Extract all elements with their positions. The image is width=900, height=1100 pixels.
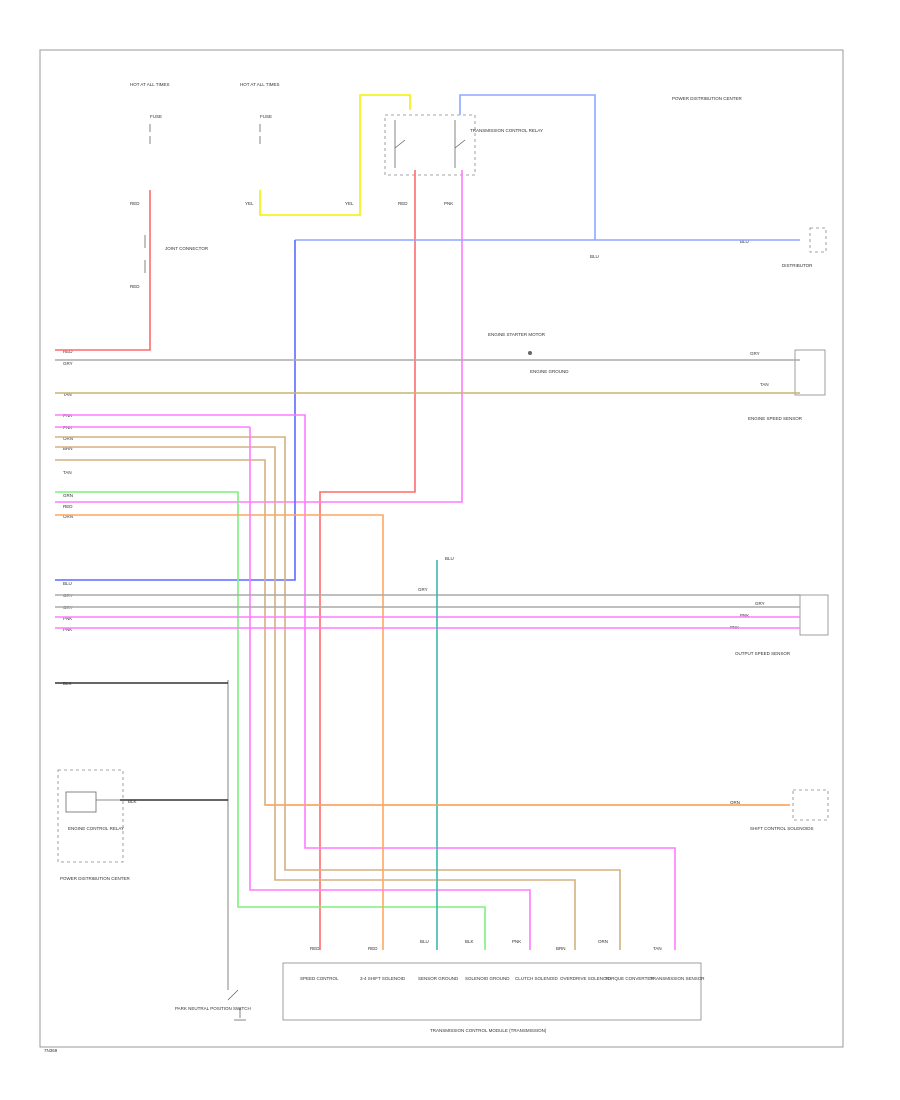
hot-at-all-times-left-label: HOT AT ALL TIMES xyxy=(130,82,170,87)
wire-label-red-relay: RED xyxy=(398,201,408,206)
distributor-label: DISTRIBUTOR xyxy=(782,263,813,268)
engine-sensor-box xyxy=(794,349,826,396)
wire-label-black-pin: BLK xyxy=(465,939,474,944)
wire-label-brown-left: BRN xyxy=(63,446,73,451)
shift-control-box xyxy=(792,789,829,821)
wire-pink-long xyxy=(55,414,676,950)
wire-label-yellow-2: YEL xyxy=(345,201,354,206)
transmission-control-module-label: TRANSMISSION CONTROL MODULE (TRANSMISSIO… xyxy=(430,1028,547,1033)
wire-blue-left-vertical xyxy=(55,240,296,581)
wire-label-pink-relay: PNK xyxy=(444,201,453,206)
engine-ground-label: ENGINE GROUND xyxy=(530,369,569,374)
fuse-a-label: FUSE xyxy=(150,114,162,119)
transmission-relay-box xyxy=(384,114,476,176)
transmission-control-module-box xyxy=(282,962,702,1021)
wire-label-blue-distributor-mid: BLU xyxy=(590,254,599,259)
wire-label-orange-sensor: ORN xyxy=(730,800,740,805)
diagram-id-label: 7N369 xyxy=(44,1048,58,1053)
wire-label-blue-pin: BLU xyxy=(420,939,429,944)
power-distribution-top-label: POWER DISTRIBUTION CENTER xyxy=(672,96,743,101)
wire-label-orange2-left: ORN xyxy=(63,514,73,519)
wire-label-pink4-left: PNK xyxy=(63,627,72,632)
wire-label-gray-right: GRY xyxy=(750,351,760,356)
park-neutral-switch-label: PARK NEUTRAL POSITION SWITCH xyxy=(175,1006,251,1011)
distributor-box xyxy=(809,227,827,253)
wire-label-tan-left: TAN xyxy=(63,392,72,397)
engine-sensor-label: ENGINE SPEED SENSOR xyxy=(748,416,803,421)
wire-label-black-relay: BLK xyxy=(128,799,137,804)
module-pin-label-3: SENSOR GROUND xyxy=(418,976,459,981)
wire-label-red-top: RED xyxy=(130,201,140,206)
transmission-relay-symbol xyxy=(394,120,466,168)
module-pin-label-2: 3-4 SHIFT SOLENOID xyxy=(360,976,406,981)
diagram-frame xyxy=(39,49,844,1048)
module-pin-label-8: TRANSMISSION SENSOR xyxy=(650,976,705,981)
transmission-relay-label: TRANSMISSION CONTROL RELAY xyxy=(470,128,543,133)
wire-label-red-joint: RED xyxy=(130,284,140,289)
shift-control-label: SHIFT CONTROL SOLENOIDS xyxy=(750,826,814,831)
module-pin-label-7: TORQUE CONVERTER xyxy=(605,976,654,981)
wire-label-red-left: RED xyxy=(63,349,73,354)
wire-label-tan2-left: TAN xyxy=(63,470,72,475)
wire-label-gray-left: GRY xyxy=(63,361,73,366)
wire-label-tan-pin: TAN xyxy=(653,946,662,951)
splice-point-starter xyxy=(528,351,532,355)
wire-label-red2-pin: RED xyxy=(368,946,378,951)
power-distribution-bottom-label: POWER DISTRIBUTION CENTER xyxy=(60,876,131,881)
wire-label-blue-distributor: BLU xyxy=(740,239,749,244)
module-pin-label-1: SPEED CONTROL xyxy=(300,976,339,981)
wire-label-gray-sensor: GRY xyxy=(755,601,765,606)
wire-pink-relay-down xyxy=(55,170,463,503)
wire-label-red2-left: RED xyxy=(63,504,73,509)
wire-label-red-pin: RED xyxy=(310,946,320,951)
wire-green-long xyxy=(55,491,486,950)
wire-label-brown-pin: BRN xyxy=(556,946,566,951)
wire-label-orange-pin: ORN xyxy=(598,939,608,944)
output-speed-sensor-box xyxy=(799,594,829,636)
module-pin-label-4: SOLENOID GROUND xyxy=(465,976,510,981)
wire-label-green-left: GRN xyxy=(63,493,73,498)
wire-tan-long-2 xyxy=(55,459,790,806)
engine-control-relay-symbol xyxy=(65,791,120,813)
fuse-b-label: FUSE xyxy=(260,114,272,119)
module-pin-label-6: OVERDRIVE SOLENOID xyxy=(560,976,612,981)
wire-label-pink-pin: PNK xyxy=(512,939,521,944)
engine-control-relay-label: ENGINE CONTROL RELAY xyxy=(68,826,124,831)
engine-starter-motor-label: ENGINE STARTER MOTOR xyxy=(488,332,546,337)
wire-red-relay-down xyxy=(319,170,416,950)
wire-tan-long-1 xyxy=(55,436,621,950)
wire-label-tan-right: TAN xyxy=(760,382,769,387)
engine-control-relay-box xyxy=(57,769,124,863)
park-neutral-switch-symbol xyxy=(227,680,246,1021)
wire-yellow-loop xyxy=(259,94,411,216)
output-speed-sensor-label: OUTPUT SPEED SENSOR xyxy=(735,651,791,656)
joint-connector-label: JOINT CONNECTOR xyxy=(165,246,209,251)
wire-red-top xyxy=(55,190,151,351)
wire-pink3-bottom xyxy=(249,427,531,950)
wire-label-cyan-mid: BLU xyxy=(445,556,454,561)
wire-brown-long xyxy=(55,446,576,950)
wire-label-yellow-1: YEL xyxy=(245,201,254,206)
module-pin-label-5: CLUTCH SOLENOID xyxy=(515,976,559,981)
wire-label-blue-left: BLU xyxy=(63,581,72,586)
wire-label-gray-mid: GRY xyxy=(418,587,428,592)
wire-label-orange-left: ORN xyxy=(63,436,73,441)
wire-group xyxy=(55,94,800,950)
wire-label-pink-sensor: PNK xyxy=(740,613,749,618)
hot-at-all-times-right-label: HOT AT ALL TIMES xyxy=(240,82,280,87)
wire-label-pink3-left: PNK xyxy=(63,616,72,621)
wire-blue-top xyxy=(459,94,596,240)
